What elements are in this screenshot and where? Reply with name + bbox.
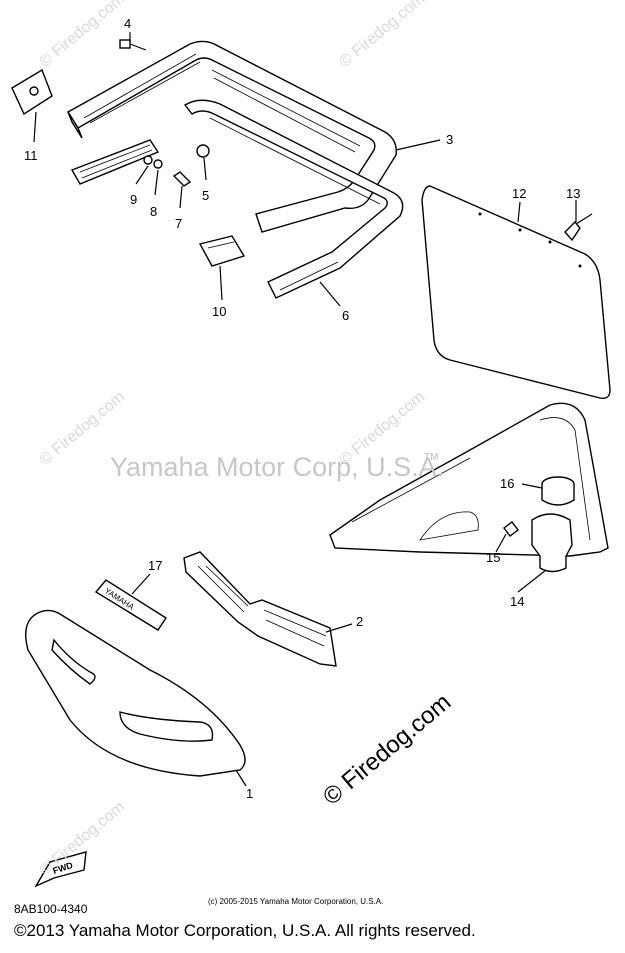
cover-part-10: [198, 235, 246, 267]
callout-15: 15: [486, 550, 500, 565]
screw-part-7: [172, 171, 192, 187]
rubber-part-16: [541, 476, 575, 506]
callout-5: 5: [202, 188, 209, 203]
vent-part-2: [183, 551, 337, 667]
panel-part-12: [421, 185, 611, 400]
small-copyright: (c) 2005-2015 Yamaha Motor Corporation, …: [208, 897, 384, 906]
callout-labels: 4 11 9 8 7 5 3 10 6 12 13 16 15 14 17 2 …: [24, 16, 580, 801]
bumper-frame-part-3: [67, 40, 397, 233]
hardware-group: [143, 144, 210, 187]
callout-8: 8: [150, 204, 157, 219]
center-watermark: Yamaha Motor Corp, U.S.A.: [110, 452, 445, 482]
callout-9: 9: [130, 192, 137, 207]
mount-part-14: [531, 513, 573, 573]
bolt-part-4: [119, 39, 147, 51]
washer-part-9: [143, 155, 153, 165]
washer-part-8: [153, 159, 163, 169]
callout-2: 2: [356, 614, 363, 629]
screw-part-15: [503, 521, 519, 537]
callout-12: 12: [512, 186, 526, 201]
callout-14: 14: [510, 594, 524, 609]
callout-6: 6: [342, 308, 349, 323]
decal-part-17: YAMAHA: [94, 579, 167, 631]
leader-lines: [33, 32, 577, 787]
fastener-part-13: [564, 213, 593, 242]
callout-1: 1: [246, 786, 253, 801]
fwd-arrow: FWD: [34, 851, 87, 888]
footer-copyright: ©2013 Yamaha Motor Corporation, U.S.A. A…: [14, 921, 476, 940]
callout-4: 4: [124, 16, 131, 31]
lower-rail-part-6: [183, 99, 404, 299]
bracket-part-11: [11, 68, 53, 116]
callout-11: 11: [24, 148, 38, 163]
callout-13: 13: [566, 186, 580, 201]
callout-10: 10: [212, 304, 226, 319]
diagram-code: 8AB100-4340: [14, 902, 88, 916]
callout-3: 3: [446, 132, 453, 147]
callout-17: 17: [148, 558, 162, 573]
nut-part-5: [196, 144, 210, 158]
tm-mark: TM: [424, 452, 439, 463]
callout-16: 16: [500, 476, 514, 491]
grill-part-1: [25, 609, 246, 777]
callout-7: 7: [175, 216, 182, 231]
side-strip: [70, 139, 160, 185]
